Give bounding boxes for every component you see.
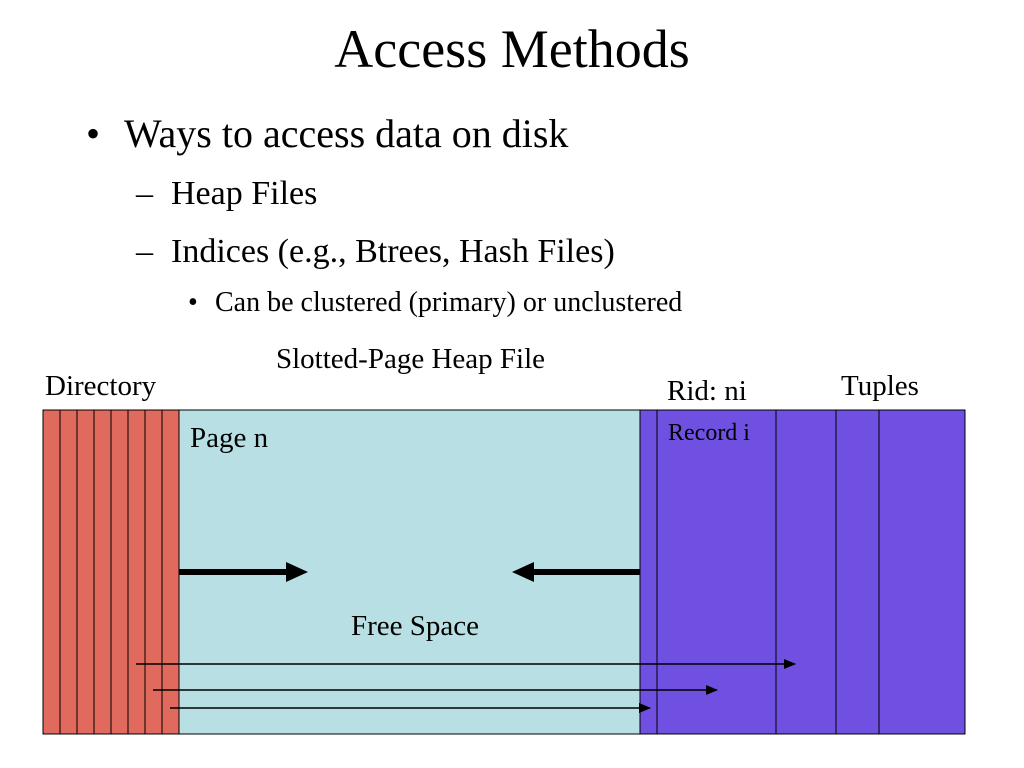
directory-label: Directory <box>45 370 157 402</box>
bullet-text: Indices (e.g., Btrees, Hash Files) <box>171 233 615 270</box>
dash-marker: – <box>136 233 153 270</box>
slot-pointer-arrows <box>136 659 796 713</box>
tuple-dividers <box>656 410 880 734</box>
bullet-text: Heap Files <box>171 175 318 212</box>
directory-growth-arrow <box>179 562 308 582</box>
bullet-level2-indices: –Indices (e.g., Btrees, Hash Files) <box>136 230 615 274</box>
free-space-label: Free Space <box>351 610 480 642</box>
tuples-label: Tuples <box>841 370 919 402</box>
rid-label: Rid: ni <box>667 375 747 407</box>
dash-marker: – <box>136 175 153 212</box>
bullet-marker: • <box>188 287 198 318</box>
record-label: Record i <box>668 420 750 446</box>
bullet-text: Ways to access data on disk <box>124 111 569 156</box>
tuples-growth-arrow <box>512 562 640 582</box>
tuples-region <box>639 409 966 735</box>
bullet-marker: • <box>86 111 101 156</box>
bullet-level3-clustered: • Can be clustered (primary) or uncluster… <box>188 284 682 322</box>
diagram-caption: Slotted-Page Heap File <box>276 343 546 375</box>
bullet-text: Can be clustered (primary) or unclustere… <box>215 287 683 318</box>
bullet-level2-heap-files: –Heap Files <box>136 172 317 216</box>
page-label: Page n <box>190 422 269 454</box>
directory-slot-dividers <box>59 410 163 734</box>
bullet-level1: • Ways to access data on disk <box>86 108 568 160</box>
slide-title: Access Methods <box>334 19 690 79</box>
